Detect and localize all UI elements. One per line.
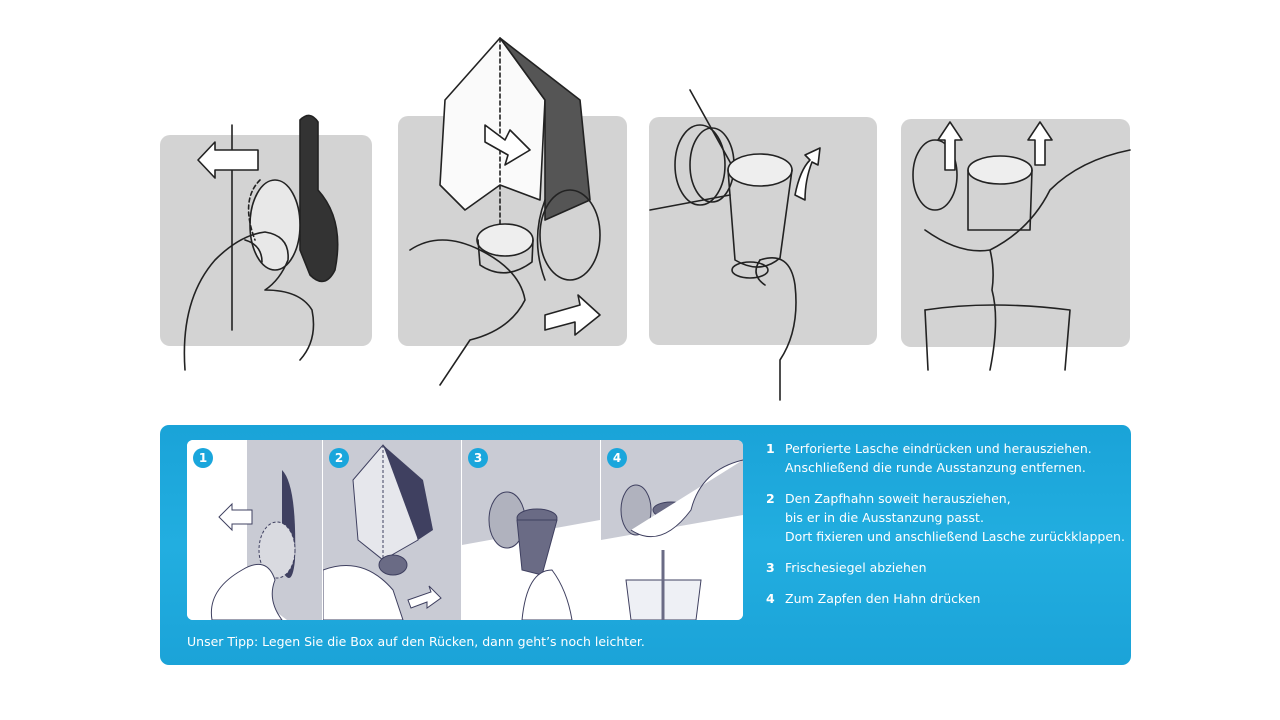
step-number: 4 — [766, 591, 775, 606]
step-1-sketch — [183, 114, 339, 371]
mini-step-2-illustration — [322, 444, 442, 620]
mini-illustration-strip: 1 2 3 — [187, 440, 743, 620]
step-item-3: 3 Frischesiegel abziehen — [766, 558, 1126, 577]
step-badge-1: 1 — [193, 448, 213, 468]
step-badge-2: 2 — [329, 448, 349, 468]
mini-step-1: 1 — [187, 440, 322, 620]
mini-step-3: 3 — [462, 440, 600, 620]
step-text: Zum Zapfen den Hahn drücken — [785, 591, 981, 606]
step-number: 2 — [766, 491, 775, 506]
mini-step-4: 4 — [601, 440, 743, 620]
step-number: 3 — [766, 560, 775, 575]
tip-text: Unser Tipp: Legen Sie die Box auf den Rü… — [187, 634, 645, 649]
step-2-sketch — [409, 37, 601, 386]
instructions-box: 1 2 3 — [160, 425, 1131, 665]
step-badge-4: 4 — [607, 448, 627, 468]
mini-step-2: 2 — [322, 440, 461, 620]
sketch-illustrations — [183, 37, 1131, 401]
mini-step-1-illustration — [210, 440, 322, 620]
step-item-2: 2 Den Zapfhahn soweit herausziehen, bis … — [766, 489, 1126, 546]
step-item-4: 4 Zum Zapfen den Hahn drücken — [766, 589, 1126, 608]
step-4-sketch — [912, 121, 1131, 371]
step-text: Den Zapfhahn soweit herausziehen, — [785, 491, 1011, 506]
step-text: Frischesiegel abziehen — [785, 560, 927, 575]
step-badge-3: 3 — [468, 448, 488, 468]
step-text: bis er in die Ausstanzung passt. — [785, 510, 984, 525]
mini-step-3-illustration — [462, 491, 600, 620]
step-text: Dort fixieren und anschließend Lasche zu… — [785, 529, 1125, 544]
step-text: Perforierte Lasche eindrücken und heraus… — [785, 441, 1092, 456]
mini-step-4-illustration — [601, 459, 743, 620]
step-text: Anschließend die runde Ausstanzung entfe… — [785, 460, 1086, 475]
step-item-1: 1 Perforierte Lasche eindrücken und hera… — [766, 439, 1126, 477]
step-number: 1 — [766, 441, 775, 456]
step-list: 1 Perforierte Lasche eindrücken und hera… — [766, 439, 1126, 620]
step-3-sketch — [649, 89, 821, 401]
